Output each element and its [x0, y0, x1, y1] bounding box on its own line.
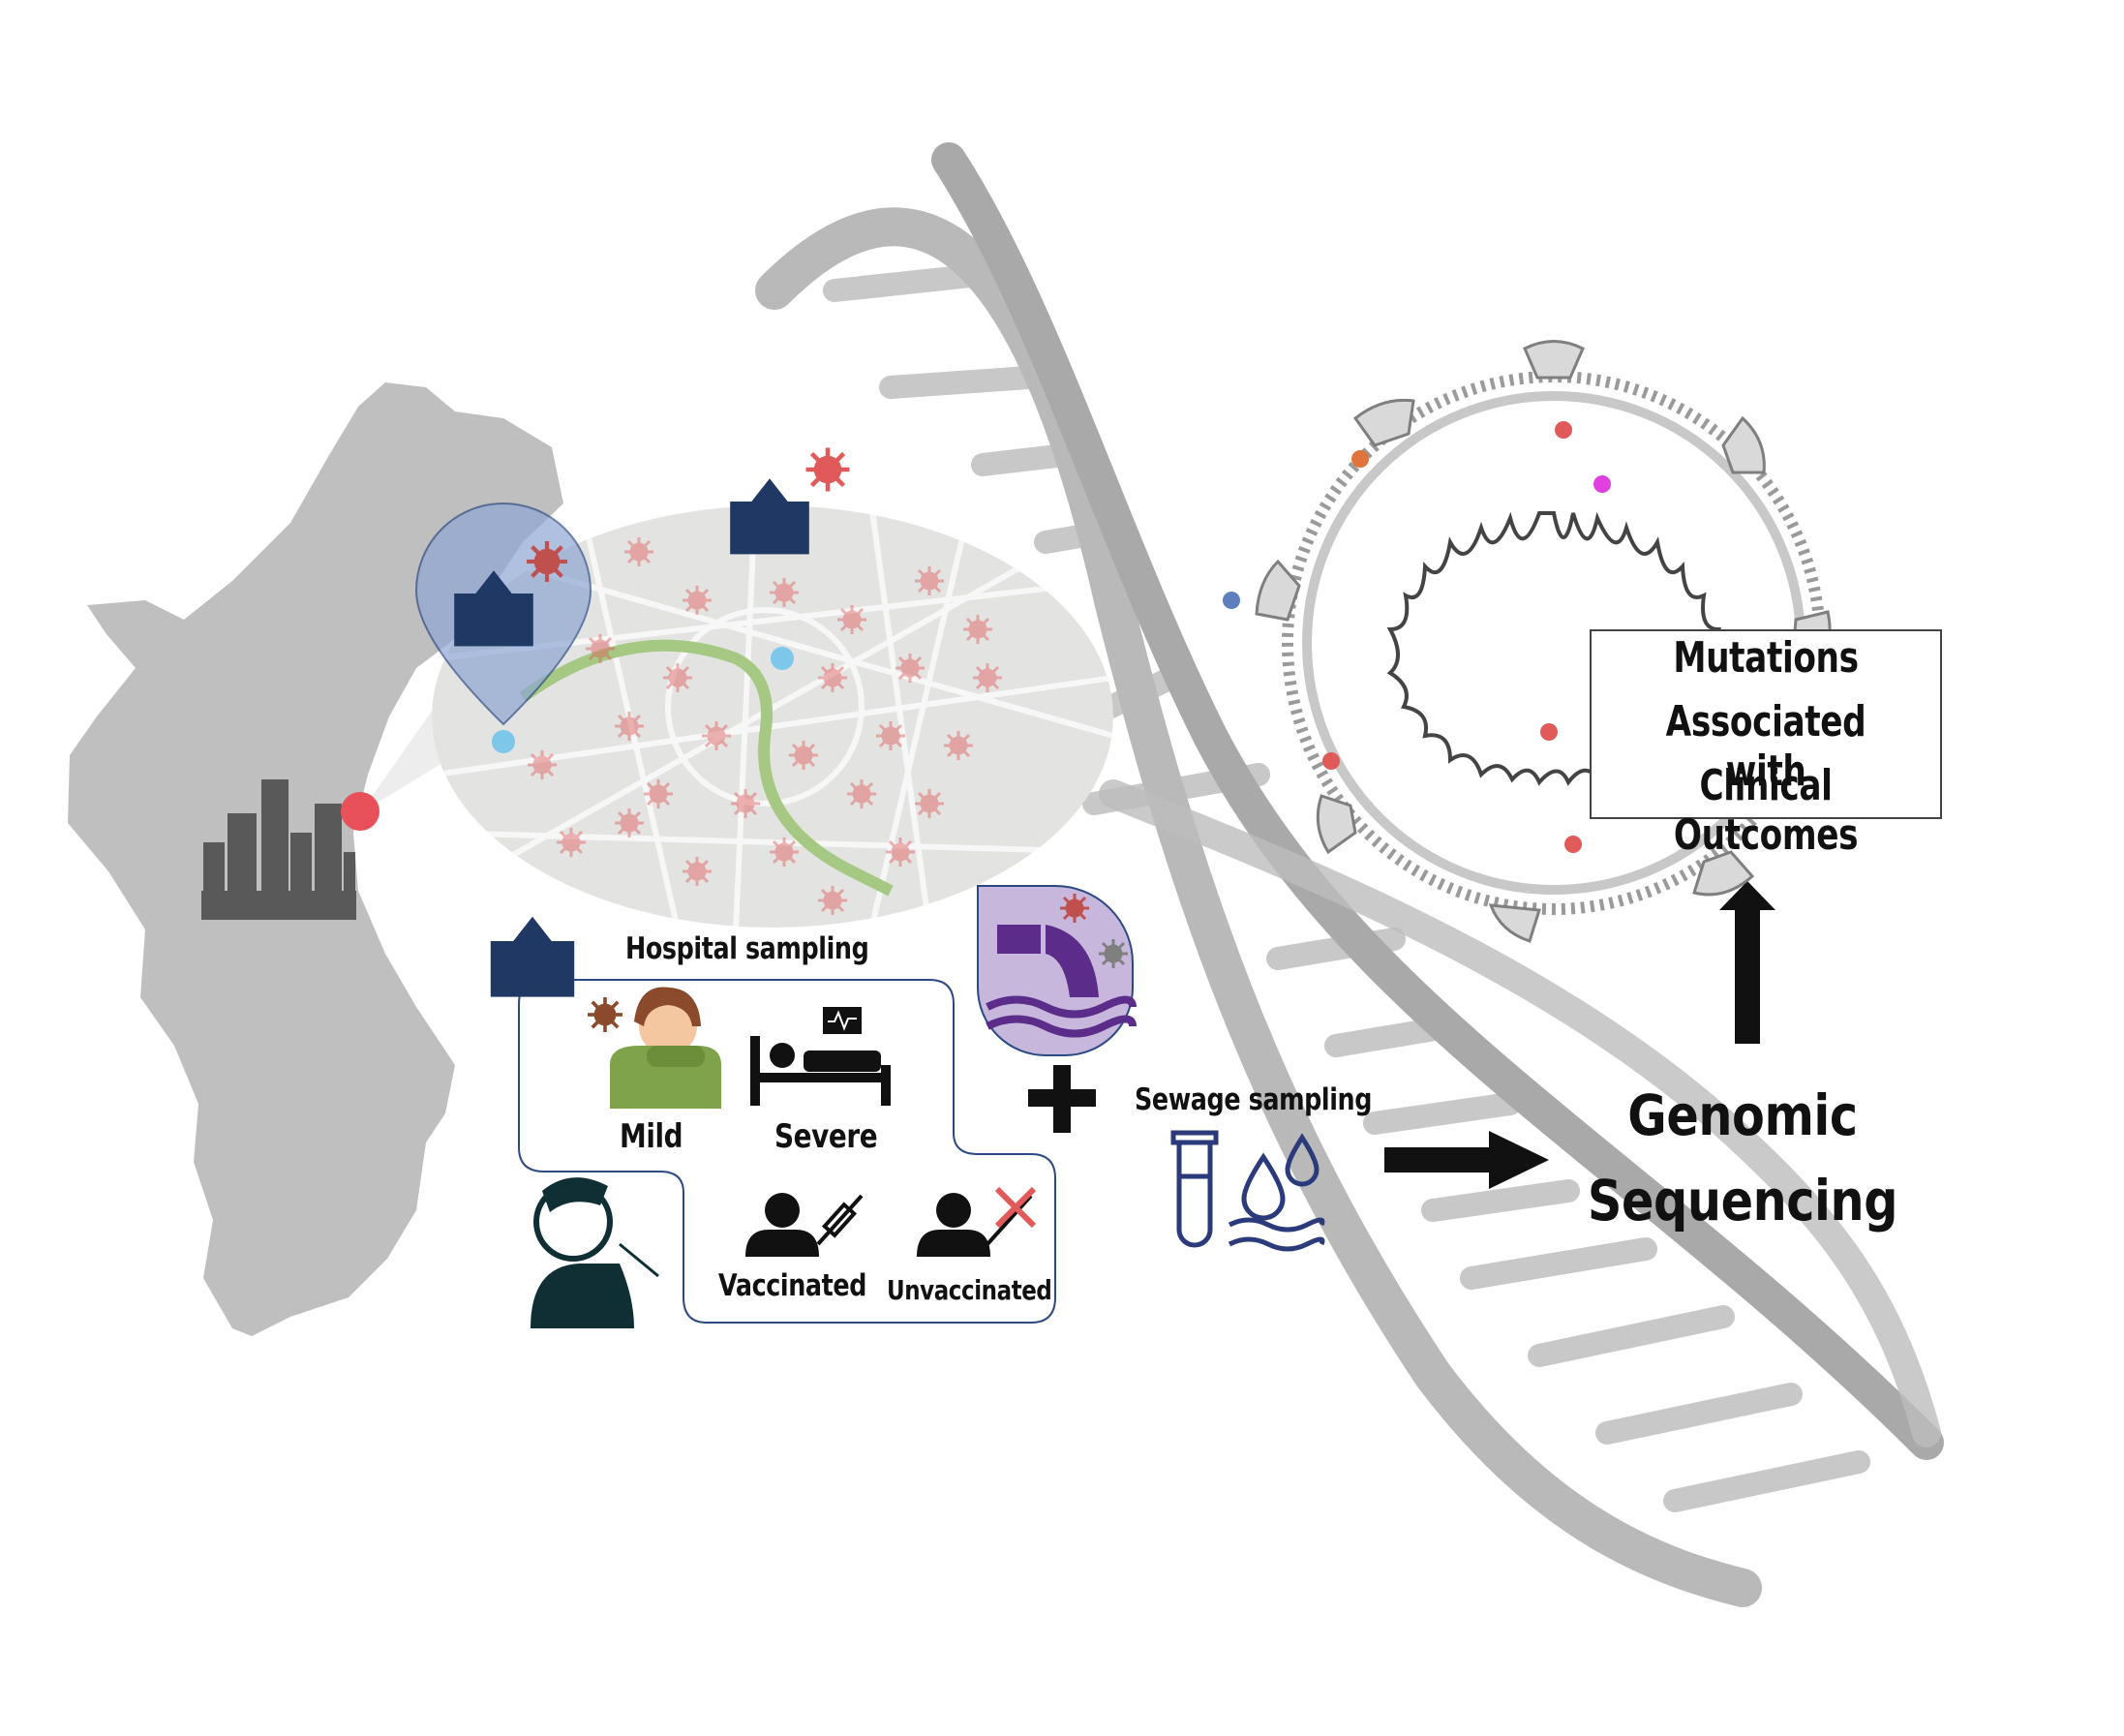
mutations-line1: Mutations: [1673, 633, 1859, 683]
location-dot-icon: [341, 792, 379, 831]
vaccinated-label: Vaccinated: [718, 1268, 867, 1303]
up-arrow-icon: [1719, 881, 1775, 1044]
sewage-sampling-label: Sewage sampling: [1135, 1082, 1373, 1117]
genomic-sequencing-line2: Sequencing: [1587, 1168, 1898, 1233]
unvaccinated-person-icon: [917, 1186, 1037, 1257]
sewage-pipe-icon: [977, 885, 1137, 1056]
mutations-line3: Clinical Outcomes: [1673, 761, 1859, 860]
dna-helix: [755, 142, 1944, 1607]
hospital-icon: [490, 916, 575, 997]
plus-icon: [1028, 1065, 1096, 1133]
city-skyline-icon: [201, 779, 356, 920]
hospital-sampling-label: Hospital sampling: [625, 931, 869, 966]
city-street-map: [432, 505, 1113, 928]
coughing-person-icon: [586, 987, 721, 1109]
map-pin-hospital-icon: [414, 502, 592, 726]
mutations-box: Mutations Associated with Clinical Outco…: [1590, 629, 1942, 860]
vaccinated-person-icon: [745, 1193, 864, 1257]
heart-monitor-icon: [823, 1007, 862, 1034]
mild-label: Mild: [620, 1117, 683, 1156]
severe-label: Severe: [774, 1117, 878, 1156]
right-arrow-icon: [1384, 1131, 1549, 1189]
mutations-line2: Associated with: [1665, 697, 1866, 796]
genomic-sequencing-line1: Genomic: [1627, 1082, 1858, 1148]
water-drops-icon: [1228, 1133, 1325, 1252]
unvaccinated-label: Unvaccinated: [887, 1274, 1052, 1306]
hospital-bed-icon: [750, 1036, 891, 1106]
test-tube-icon: [1170, 1130, 1219, 1248]
swab-test-icon: [531, 1177, 659, 1328]
